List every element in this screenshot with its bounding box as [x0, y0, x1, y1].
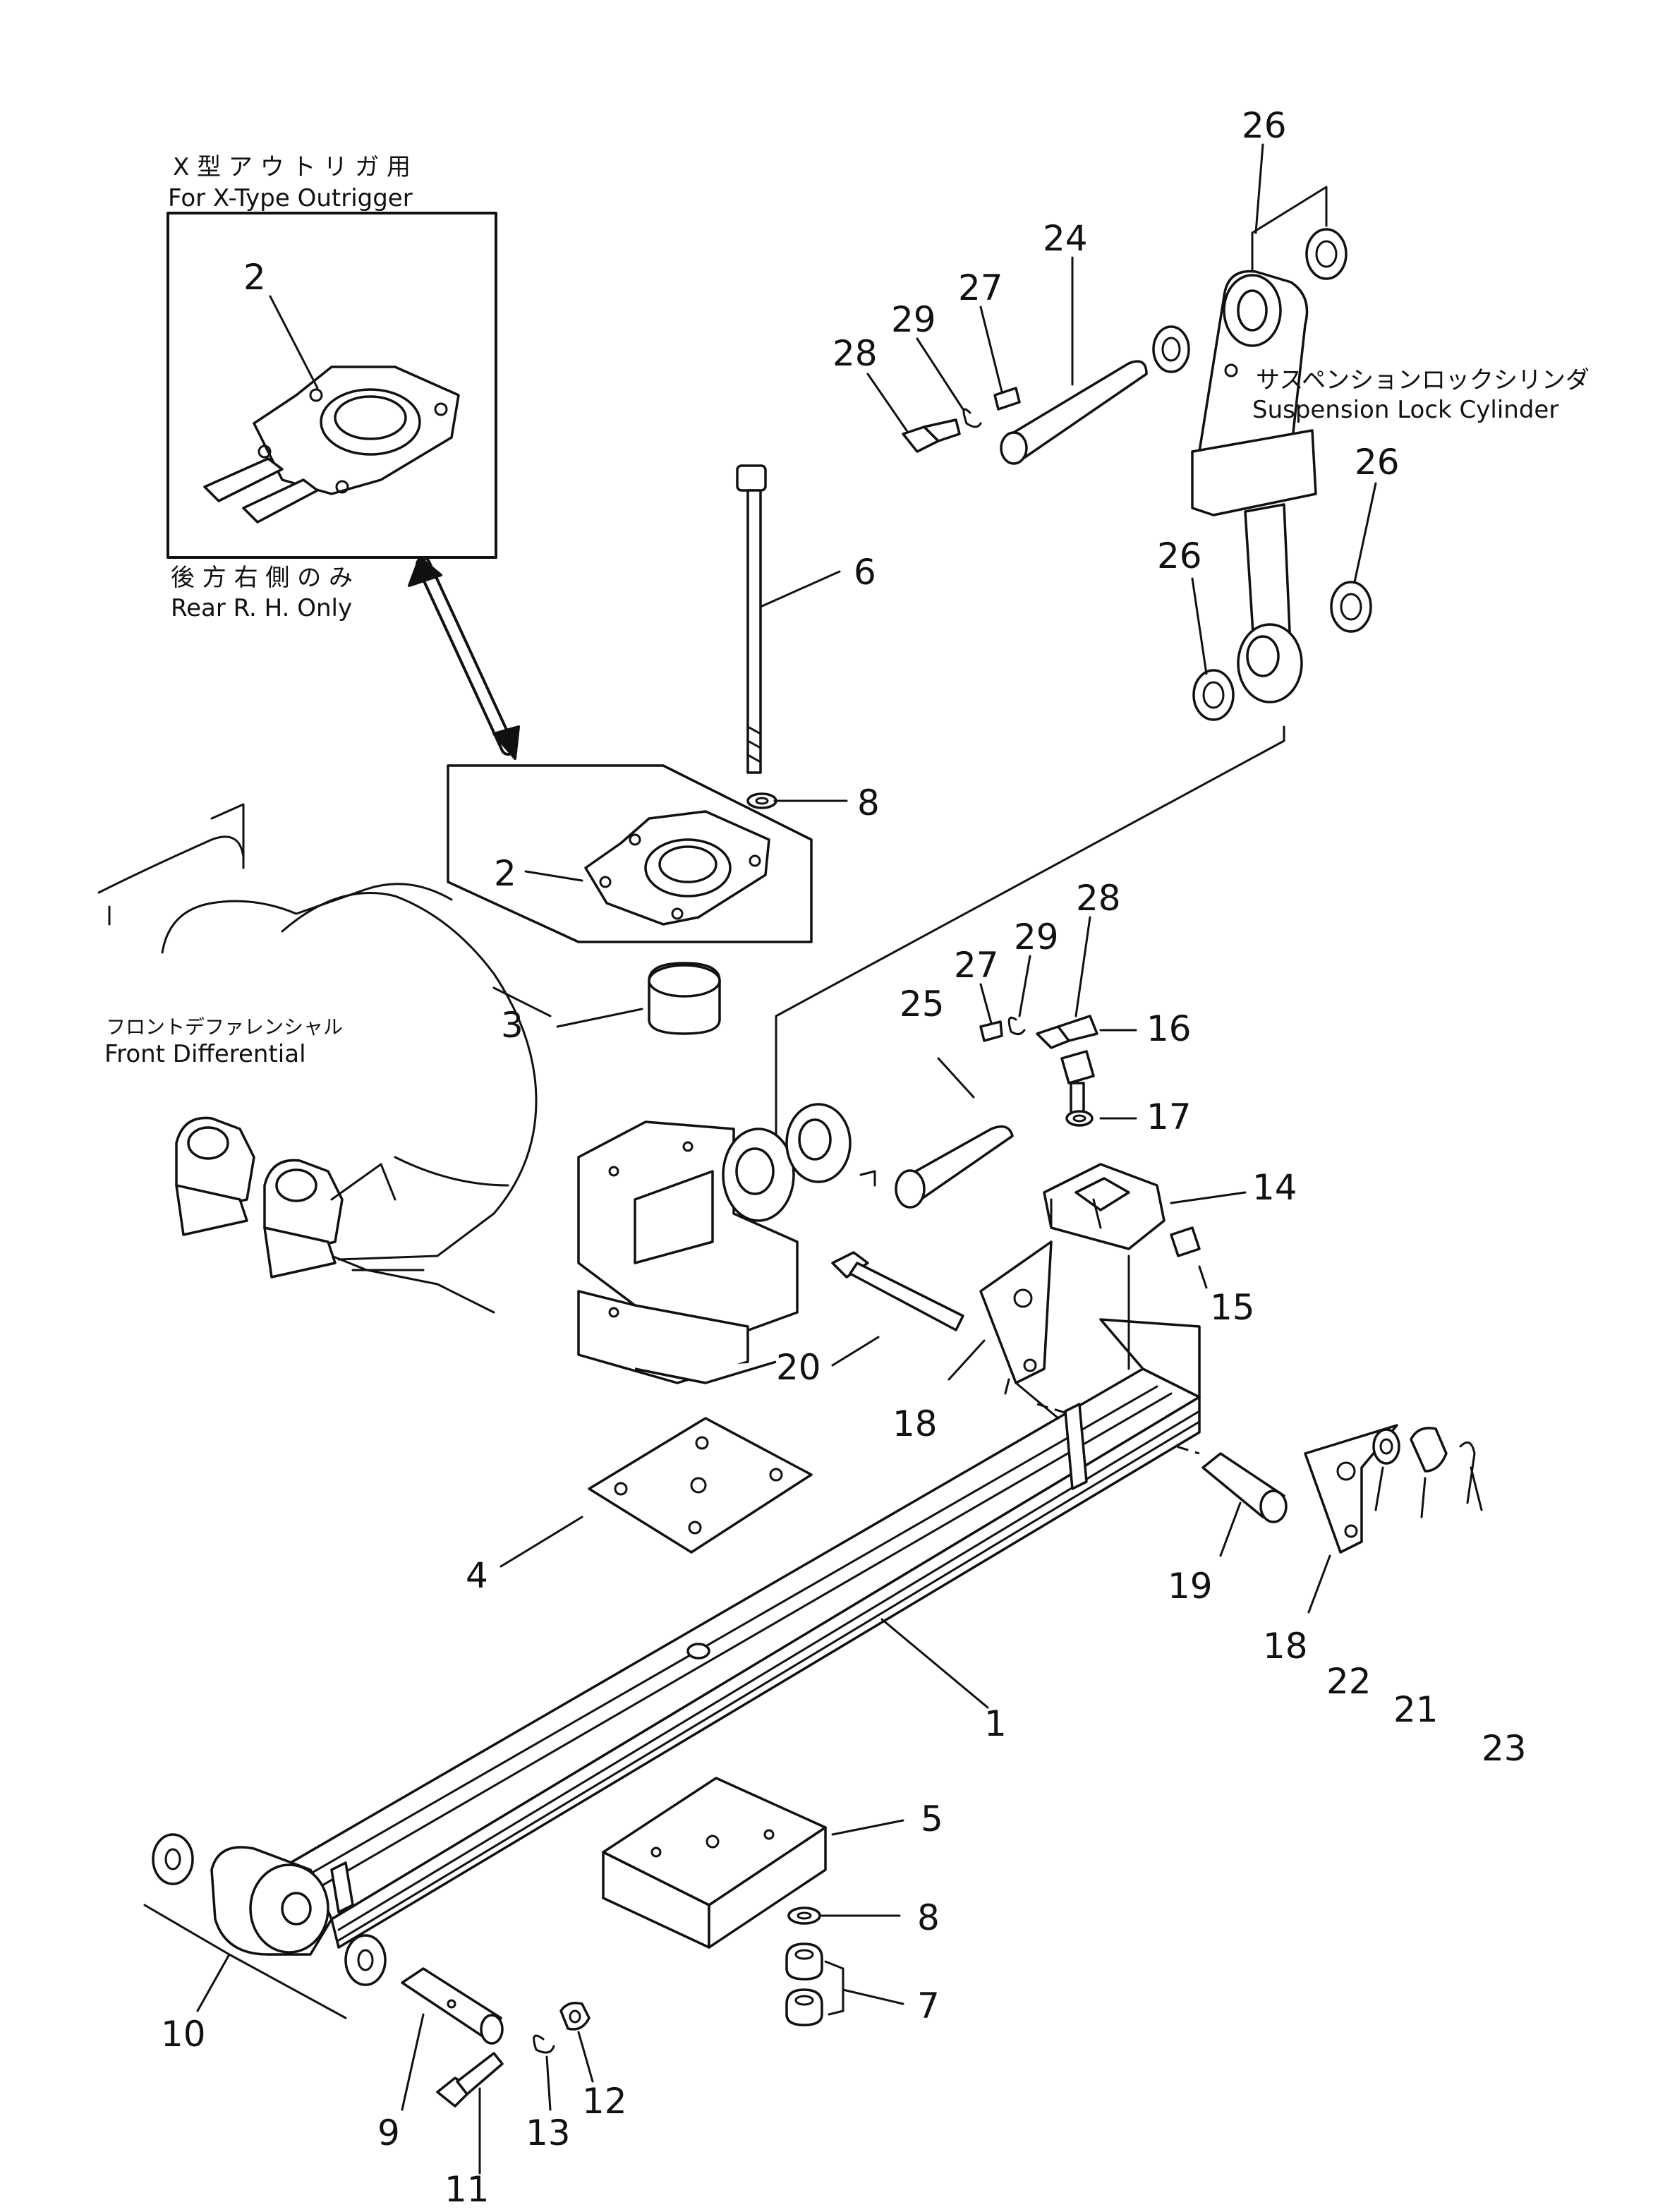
callout-23: 23	[1482, 1728, 1527, 1769]
label-diff-jp: フロントデファレンシャル	[106, 1015, 343, 1039]
callout-19: 19	[1168, 1566, 1213, 1607]
inset-group: X 型 ア ウ ト リ ガ 用 For X-Type Outrigger 後 方…	[166, 153, 497, 622]
nut-group-21-22-23	[1372, 1427, 1483, 1518]
bushing-26-top	[1305, 228, 1348, 280]
bolt-20	[831, 1251, 964, 1367]
inset-note-jp: 後 方 右 側 の み	[171, 564, 353, 592]
callout-8-lower: 8	[917, 1897, 940, 1938]
pin-24	[1004, 360, 1148, 460]
callout-10: 10	[161, 2014, 206, 2055]
callout-14: 14	[1252, 1167, 1297, 1208]
front-differential-group	[97, 803, 852, 1384]
callout-24: 24	[1043, 218, 1088, 259]
callout-15: 15	[1210, 1287, 1255, 1328]
callout-1: 1	[984, 1703, 1007, 1744]
label-diff-en: Front Differential	[104, 1040, 306, 1068]
callout-9: 9	[377, 2113, 400, 2153]
callout-11: 11	[444, 2169, 490, 2208]
label-cylinder-en: Suspension Lock Cylinder	[1252, 396, 1558, 424]
pin-25-group	[859, 1015, 1098, 1209]
block-14-group	[1043, 1029, 1247, 1289]
callout-2-inset: 2	[243, 257, 266, 298]
callout-26-left: 26	[1157, 536, 1202, 576]
pad-4	[499, 1417, 813, 1568]
callout-25: 25	[900, 984, 945, 1025]
group-bracket-26	[1251, 186, 1328, 234]
callout-7: 7	[917, 1986, 940, 2026]
callout-12: 12	[582, 2081, 627, 2122]
inset-note-en: Rear R. H. Only	[171, 594, 352, 622]
suspension-lock-cylinder-group	[775, 186, 1372, 1201]
callout-28-lower: 28	[1076, 878, 1121, 919]
callout-8-top: 8	[857, 782, 880, 823]
callout-20: 20	[776, 1347, 821, 1388]
callout-16: 16	[1146, 1008, 1192, 1049]
pin-9-bolt-11	[401, 1967, 594, 2175]
callout-13: 13	[526, 2113, 571, 2153]
callout-28-top: 28	[832, 333, 878, 374]
callout-6: 6	[854, 552, 876, 593]
callout-21: 21	[1393, 1689, 1439, 1730]
double-arrow	[408, 556, 520, 760]
leaf-spring-1	[210, 1255, 1201, 1956]
callout-26-right: 26	[1355, 442, 1400, 483]
inset-frame	[166, 212, 497, 559]
inset-bracket-drawing	[203, 365, 460, 524]
callout-27-lower: 27	[954, 945, 999, 986]
callout-5: 5	[921, 1799, 943, 1839]
callout-18-upper: 18	[892, 1403, 938, 1444]
callouts: 26 24 27 29 28 26 26 6 8 2 3 28 29 27 25…	[161, 105, 1527, 2210]
callout-22: 22	[1326, 1661, 1372, 1702]
callout-26-top: 26	[1242, 105, 1287, 146]
pin-19	[1036, 1403, 1288, 1557]
callout-2-main: 2	[494, 853, 516, 894]
callout-29-top: 29	[891, 299, 936, 340]
cap-3	[556, 962, 721, 1035]
washer-8-nuts-7	[785, 1906, 904, 2026]
bracket-2-group	[447, 764, 813, 943]
washers-10	[143, 1833, 387, 2019]
callout-27-top: 27	[958, 267, 1003, 308]
callout-18-lower: 18	[1263, 1626, 1308, 1667]
label-cylinder-jp: サスペンションロックシリンダ	[1256, 366, 1590, 394]
callout-3: 3	[501, 1005, 523, 1046]
bolt-6-group	[736, 464, 848, 809]
inset-title-jp: X 型 ア ウ ト リ ガ 用	[173, 153, 411, 181]
inset-title-en: For X-Type Outrigger	[168, 184, 413, 212]
block-5	[602, 1777, 904, 1949]
callout-4: 4	[466, 1555, 488, 1596]
callout-17: 17	[1146, 1096, 1192, 1137]
plate-18-upper	[947, 1240, 1053, 1384]
callout-29-lower: 29	[1014, 917, 1059, 957]
